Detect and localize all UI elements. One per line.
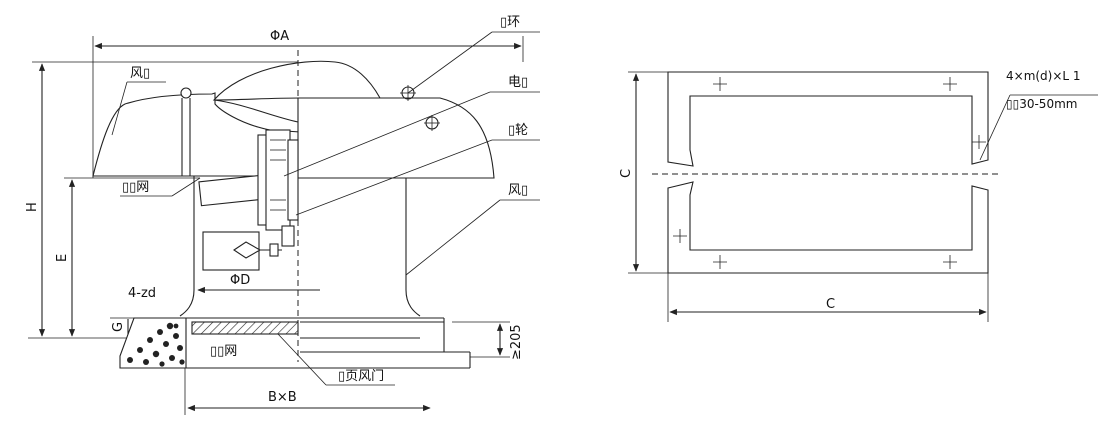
frame-plan-view: C 4×m(d)×L 1 ▯▯30-50mm C	[619, 69, 1098, 322]
dim-e: E	[55, 177, 200, 337]
valve-label: ▯页风门	[338, 369, 384, 384]
motor	[198, 129, 299, 247]
bxb-label: B×B	[268, 390, 297, 405]
bolt-holes	[673, 77, 986, 269]
note-line2: ▯▯30-50mm	[1006, 97, 1077, 111]
mesh-upper-label: ▯▯网	[122, 180, 149, 195]
g-label: G	[111, 322, 126, 332]
h-label: H	[25, 202, 40, 212]
callout-leaders	[111, 31, 540, 386]
dim-205-label: ≥205	[509, 324, 524, 360]
motor-label: 电▯	[508, 75, 528, 90]
mesh-lower-label: ▯▯网	[210, 344, 237, 359]
c-side-label: C	[619, 169, 634, 178]
wind-right-label: 风▯	[508, 183, 528, 198]
note-line1: 4×m(d)×L 1	[1006, 69, 1081, 83]
concrete-dots	[127, 322, 185, 367]
holes-label: 4-zd	[128, 286, 156, 301]
dim-h: H	[25, 61, 298, 337]
c-bottom-label: C	[826, 297, 835, 312]
phi-d-label: ΦD	[230, 273, 250, 288]
ring-label: ▯环	[500, 15, 520, 30]
roof-fan-side-view: ΦA H E G 4-zd	[25, 15, 540, 415]
dim-phi-a: ΦA	[92, 29, 524, 178]
wind-top-label: 风▯	[130, 66, 150, 81]
phi-a-label: ΦA	[270, 29, 289, 44]
e-label: E	[55, 254, 70, 262]
wheel-label: ▯轮	[508, 123, 528, 138]
